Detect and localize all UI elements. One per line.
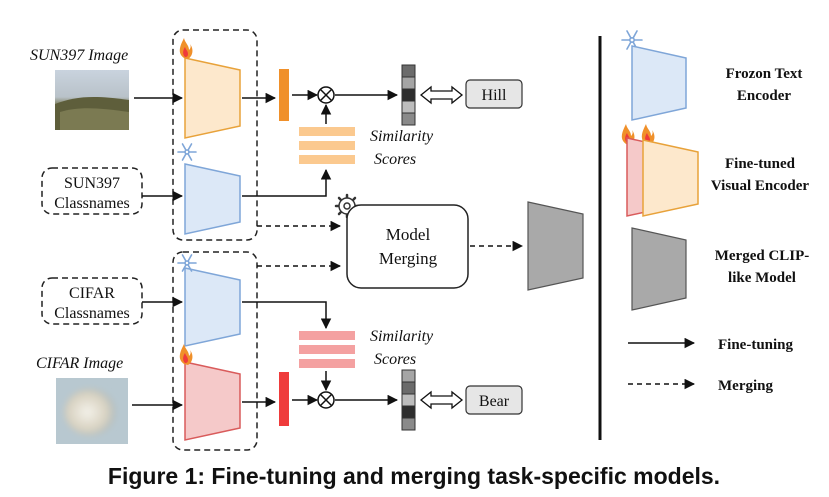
similarity-top-line2: Scores (374, 151, 416, 168)
legend-merged-model (631, 227, 687, 311)
svg-text:Bear: Bear (479, 393, 510, 410)
double-arrow-top (419, 85, 464, 105)
legend-finetuned-line2: Visual Encoder (711, 178, 810, 194)
sun-text-encoder (184, 163, 241, 235)
sun-encoder-group (172, 29, 258, 241)
fire-icon (179, 344, 193, 365)
legend-finetuned-line1: Fine-tuned (725, 156, 796, 172)
model-merging-box: Model Merging (346, 204, 469, 289)
model-merging-line1: Model (386, 225, 431, 244)
legend-frozen-line1: Frozon Text (726, 66, 803, 82)
fire-icon (179, 38, 193, 59)
merged-model (527, 201, 584, 291)
sun-classnames-box: SUN397 Classnames (41, 167, 143, 215)
figure-caption: Figure 1: Fine-tuning and merging task-s… (108, 463, 720, 489)
cifar-classnames-box: CIFAR Classnames (41, 277, 143, 325)
output-label-hill: Hill (465, 79, 523, 109)
sun397-image (55, 70, 129, 130)
cifar-image-label: CIFAR Image (36, 355, 123, 372)
snowflake-icon (177, 143, 197, 161)
sun-image-embedding (279, 69, 289, 121)
sun-image-label: SUN397 Image (30, 47, 128, 64)
similarity-vector-top (401, 64, 416, 126)
cifar-encoder-group (172, 251, 258, 451)
similarity-vector-bottom (401, 369, 416, 431)
legend-merged-line1: Merged CLIP- (715, 248, 810, 264)
sun-visual-encoder (184, 57, 241, 139)
sun-classnames-line1: SUN397 (64, 175, 120, 192)
model-merging-line2: Merging (379, 249, 438, 268)
double-arrow-bottom (419, 390, 464, 410)
cifar-image (56, 378, 128, 444)
multiply-operator-top (317, 86, 335, 104)
cifar-classnames-line2: Classnames (54, 305, 130, 322)
output-label-bear: Bear (465, 385, 523, 415)
cifar-image-embedding (279, 372, 289, 426)
snowflake-icon (177, 254, 197, 272)
sun-classnames-line2: Classnames (54, 195, 130, 212)
legend-merged-line2: like Model (728, 270, 796, 286)
cifar-classnames-line1: CIFAR (69, 285, 115, 302)
legend-frozen-line2: Encoder (737, 88, 792, 104)
cifar-visual-encoder (184, 361, 241, 441)
similarity-top-line1: Similarity (370, 128, 434, 145)
legend-finetuning-label: Fine-tuning (718, 337, 794, 353)
legend-merging-label: Merging (718, 378, 773, 394)
cifar-text-encoder (184, 267, 241, 347)
cifar-text-embeddings (299, 331, 355, 368)
legend-finetuned-encoder (642, 139, 699, 217)
sun-text-embeddings (299, 127, 355, 164)
svg-text:Hill: Hill (482, 87, 507, 104)
legend-frozen-encoder (631, 45, 687, 121)
multiply-operator-bottom (317, 391, 335, 409)
similarity-bottom-line1: Similarity (370, 328, 434, 345)
similarity-bottom-line2: Scores (374, 351, 416, 368)
